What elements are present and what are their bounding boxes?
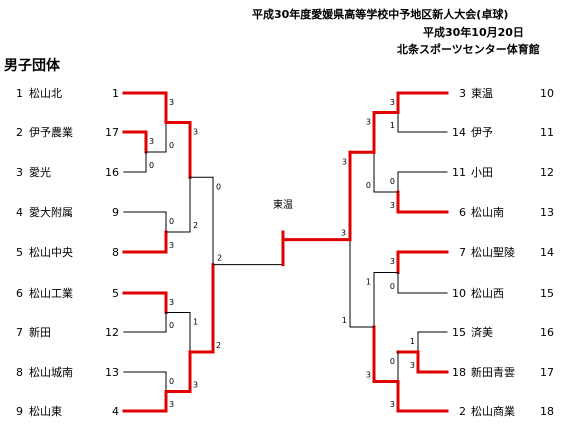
left-team-number: 6 — [16, 287, 23, 300]
right-team-number: 18 — [452, 366, 466, 379]
score-label: 1 — [366, 278, 371, 287]
right-team-name: 松山聖陵 — [471, 245, 515, 259]
left-team-name: 松山中央 — [29, 245, 73, 259]
left-team-seed: 8 — [112, 246, 119, 259]
score-label: 0 — [149, 161, 154, 170]
right-team-seed: 12 — [540, 166, 554, 179]
right-team-number: 15 — [452, 326, 466, 339]
left-team-number: 5 — [16, 246, 23, 259]
right-team-number: 11 — [452, 166, 466, 179]
left-team-name: 伊予農業 — [29, 125, 73, 139]
score-label: 0 — [390, 177, 395, 186]
left-team-number: 4 — [16, 206, 23, 219]
right-team-seed: 14 — [540, 246, 554, 259]
right-team-seed: 18 — [540, 405, 554, 418]
score-label: 3 — [169, 241, 174, 250]
score-label: 0 — [390, 282, 395, 291]
left-team-name: 松山城南 — [29, 365, 73, 379]
score-label: 3 — [149, 137, 154, 146]
left-team-name: 愛光 — [29, 165, 51, 179]
left-team-name: 松山工業 — [29, 286, 73, 300]
score-label: 2 — [193, 221, 198, 230]
right-team-name: 東温 — [471, 87, 493, 100]
left-team-number: 9 — [16, 405, 23, 418]
left-team-number: 7 — [16, 326, 23, 339]
tournament-venue: 北条スポーツセンター体育館 — [397, 43, 540, 56]
right-team-seed: 11 — [540, 126, 554, 139]
right-team-name: 新田青雲 — [471, 365, 515, 379]
score-label: 3 — [390, 201, 395, 210]
left-team-number: 3 — [16, 166, 23, 179]
left-team-seed: 4 — [112, 405, 119, 418]
score-label: 2 — [217, 254, 222, 263]
score-label: 0 — [169, 321, 174, 330]
right-team-seed: 17 — [540, 366, 554, 379]
event-title: 男子団体 — [4, 58, 60, 74]
score-label: 3 — [410, 361, 415, 370]
right-team-seed: 13 — [540, 206, 554, 219]
left-team-seed: 12 — [105, 326, 119, 339]
score-label: 1 — [342, 316, 347, 325]
score-label: 3 — [390, 98, 395, 107]
left-team-number: 8 — [16, 366, 23, 379]
score-label: 3 — [366, 371, 371, 380]
score-label: 3 — [169, 400, 174, 409]
right-team-seed: 15 — [540, 287, 554, 300]
score-label: 3 — [341, 229, 346, 238]
right-team-name: 伊予 — [471, 126, 493, 139]
score-label: 3 — [342, 157, 347, 166]
score-label: 0 — [216, 182, 221, 191]
score-label: 0 — [390, 357, 395, 366]
score-label: 0 — [366, 181, 371, 190]
champion-label: 東温 — [273, 198, 293, 211]
left-team-number: 1 — [16, 87, 23, 100]
score-label: 0 — [169, 141, 174, 150]
score-label: 3 — [169, 98, 174, 107]
score-label: 0 — [169, 217, 174, 226]
score-label: 3 — [390, 400, 395, 409]
left-team-seed: 9 — [112, 206, 119, 219]
left-team-seed: 5 — [112, 287, 119, 300]
right-team-name: 松山南 — [471, 205, 504, 219]
left-team-number: 2 — [16, 126, 23, 139]
score-label: 1 — [193, 318, 198, 327]
score-label: 3 — [169, 298, 174, 307]
left-team-seed: 1 — [112, 87, 119, 100]
left-team-name: 松山東 — [29, 404, 62, 418]
right-team-name: 済美 — [471, 325, 493, 339]
right-team-name: 松山商業 — [471, 404, 515, 418]
score-label: 2 — [216, 341, 221, 350]
left-team-name: 新田 — [29, 325, 51, 339]
score-label: 1 — [410, 337, 415, 346]
left-team-name: 愛大附属 — [29, 205, 73, 219]
right-team-seed: 10 — [540, 87, 554, 100]
left-team-seed: 16 — [105, 166, 119, 179]
right-team-seed: 16 — [540, 326, 554, 339]
score-label: 3 — [193, 381, 198, 390]
score-label: 3 — [366, 118, 371, 127]
score-label: 0 — [169, 377, 174, 386]
score-label: 1 — [390, 121, 395, 130]
right-team-number: 7 — [459, 246, 466, 259]
tournament-title: 平成30年度愛媛県高等学校中予地区新人大会(卓球) — [252, 8, 509, 21]
left-team-seed: 17 — [105, 126, 119, 139]
score-label: 3 — [193, 128, 198, 137]
right-team-name: 松山西 — [471, 286, 504, 300]
right-team-number: 14 — [452, 126, 466, 139]
score-label: 3 — [390, 257, 395, 266]
right-team-number: 2 — [459, 405, 466, 418]
right-team-number: 10 — [452, 287, 466, 300]
right-team-number: 3 — [459, 87, 466, 100]
left-team-seed: 13 — [105, 366, 119, 379]
left-team-name: 松山北 — [29, 86, 62, 100]
right-team-name: 小田 — [471, 166, 493, 179]
tournament-date: 平成30年10月20日 — [423, 26, 524, 39]
right-team-number: 6 — [459, 206, 466, 219]
